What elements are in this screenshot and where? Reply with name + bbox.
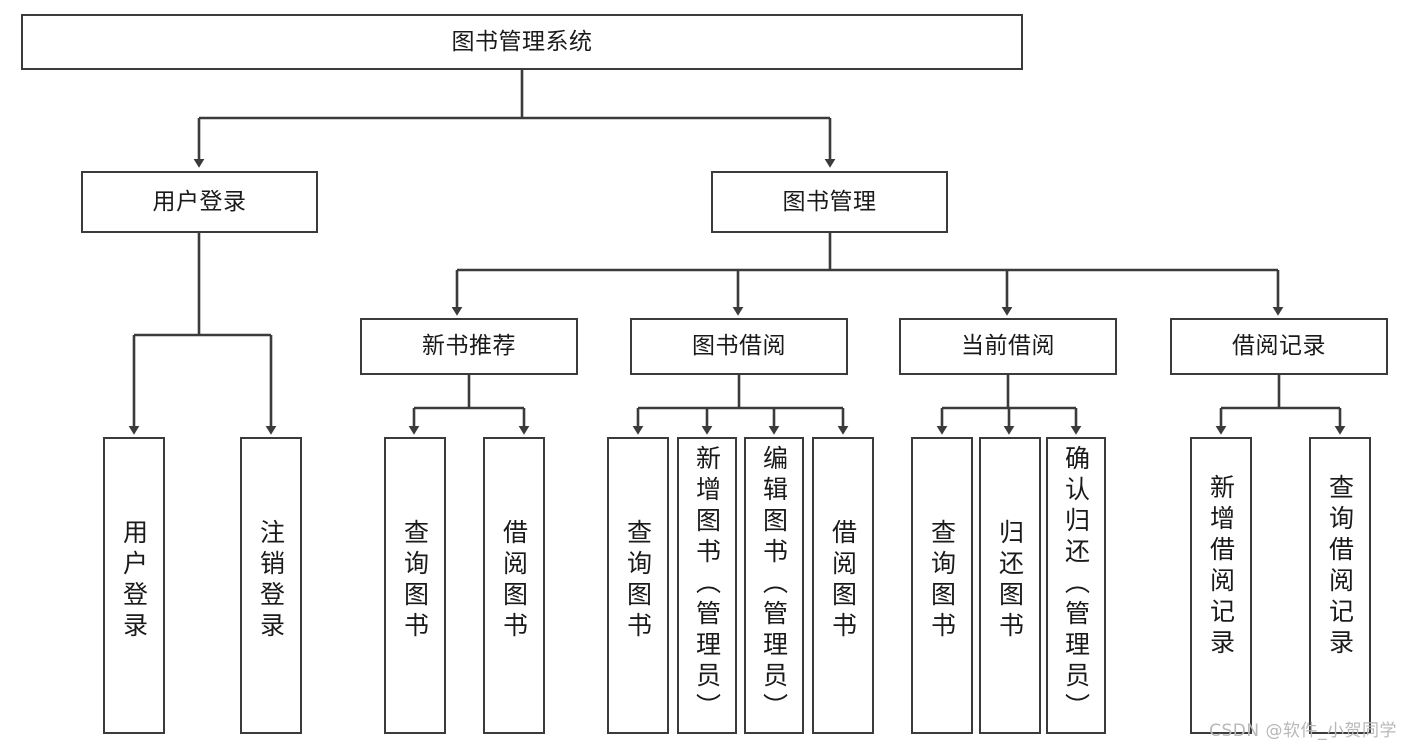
node-label: 图书管理系统 xyxy=(451,28,593,55)
leaf-query-book-recommend[interactable]: 查询图书 xyxy=(384,437,446,734)
node-label: 用户登录 xyxy=(152,188,247,215)
node-label: 用户登录 xyxy=(119,519,149,643)
csdn-watermark: CSDN @软件_小贺同学 xyxy=(1209,721,1397,741)
leaf-borrow-book[interactable]: 借阅图书 xyxy=(812,437,874,734)
leaf-borrow-book-recommend[interactable]: 借阅图书 xyxy=(483,437,545,734)
leaf-logout[interactable]: 注销登录 xyxy=(240,437,302,734)
node-label: 归还图书 xyxy=(995,519,1025,643)
node-label: 查询借阅记录 xyxy=(1325,474,1355,660)
node-label: 借阅图书 xyxy=(828,519,858,643)
node-book-management[interactable]: 图书管理 xyxy=(711,171,948,233)
node-label: 新书推荐 xyxy=(422,333,516,360)
node-label: 新增借阅记录 xyxy=(1206,474,1236,660)
node-root-book-management-system[interactable]: 图书管理系统 xyxy=(21,14,1023,70)
node-label: 图书借阅 xyxy=(692,333,786,360)
node-label: 当前借阅 xyxy=(961,333,1055,360)
leaf-add-book-admin[interactable]: 新增图书（管理员） xyxy=(677,437,737,734)
node-label: 确认归还（管理员） xyxy=(1061,445,1091,724)
leaf-return-book[interactable]: 归还图书 xyxy=(979,437,1041,734)
leaf-user-login[interactable]: 用户登录 xyxy=(103,437,165,734)
node-label: 查询图书 xyxy=(623,519,653,643)
leaf-add-borrow-record[interactable]: 新增借阅记录 xyxy=(1190,437,1252,734)
leaf-confirm-return-admin[interactable]: 确认归还（管理员） xyxy=(1046,437,1106,734)
node-label: 查询图书 xyxy=(400,519,430,643)
node-label: 注销登录 xyxy=(256,519,286,643)
node-new-book-recommendation[interactable]: 新书推荐 xyxy=(360,318,578,375)
leaf-query-book-borrow[interactable]: 查询图书 xyxy=(607,437,669,734)
node-label: 新增图书（管理员） xyxy=(692,445,722,724)
leaf-query-book-current[interactable]: 查询图书 xyxy=(911,437,973,734)
node-label: 查询图书 xyxy=(927,519,957,643)
leaf-edit-book-admin[interactable]: 编辑图书（管理员） xyxy=(744,437,804,734)
leaf-query-borrow-record[interactable]: 查询借阅记录 xyxy=(1309,437,1371,734)
node-label: 图书管理 xyxy=(782,188,877,215)
node-label: 编辑图书（管理员） xyxy=(759,445,789,724)
node-borrowing-record[interactable]: 借阅记录 xyxy=(1170,318,1388,375)
node-book-borrowing[interactable]: 图书借阅 xyxy=(630,318,848,375)
node-user-login[interactable]: 用户登录 xyxy=(81,171,318,233)
node-current-borrowing[interactable]: 当前借阅 xyxy=(899,318,1117,375)
node-label: 借阅记录 xyxy=(1232,333,1326,360)
node-label: 借阅图书 xyxy=(499,519,529,643)
